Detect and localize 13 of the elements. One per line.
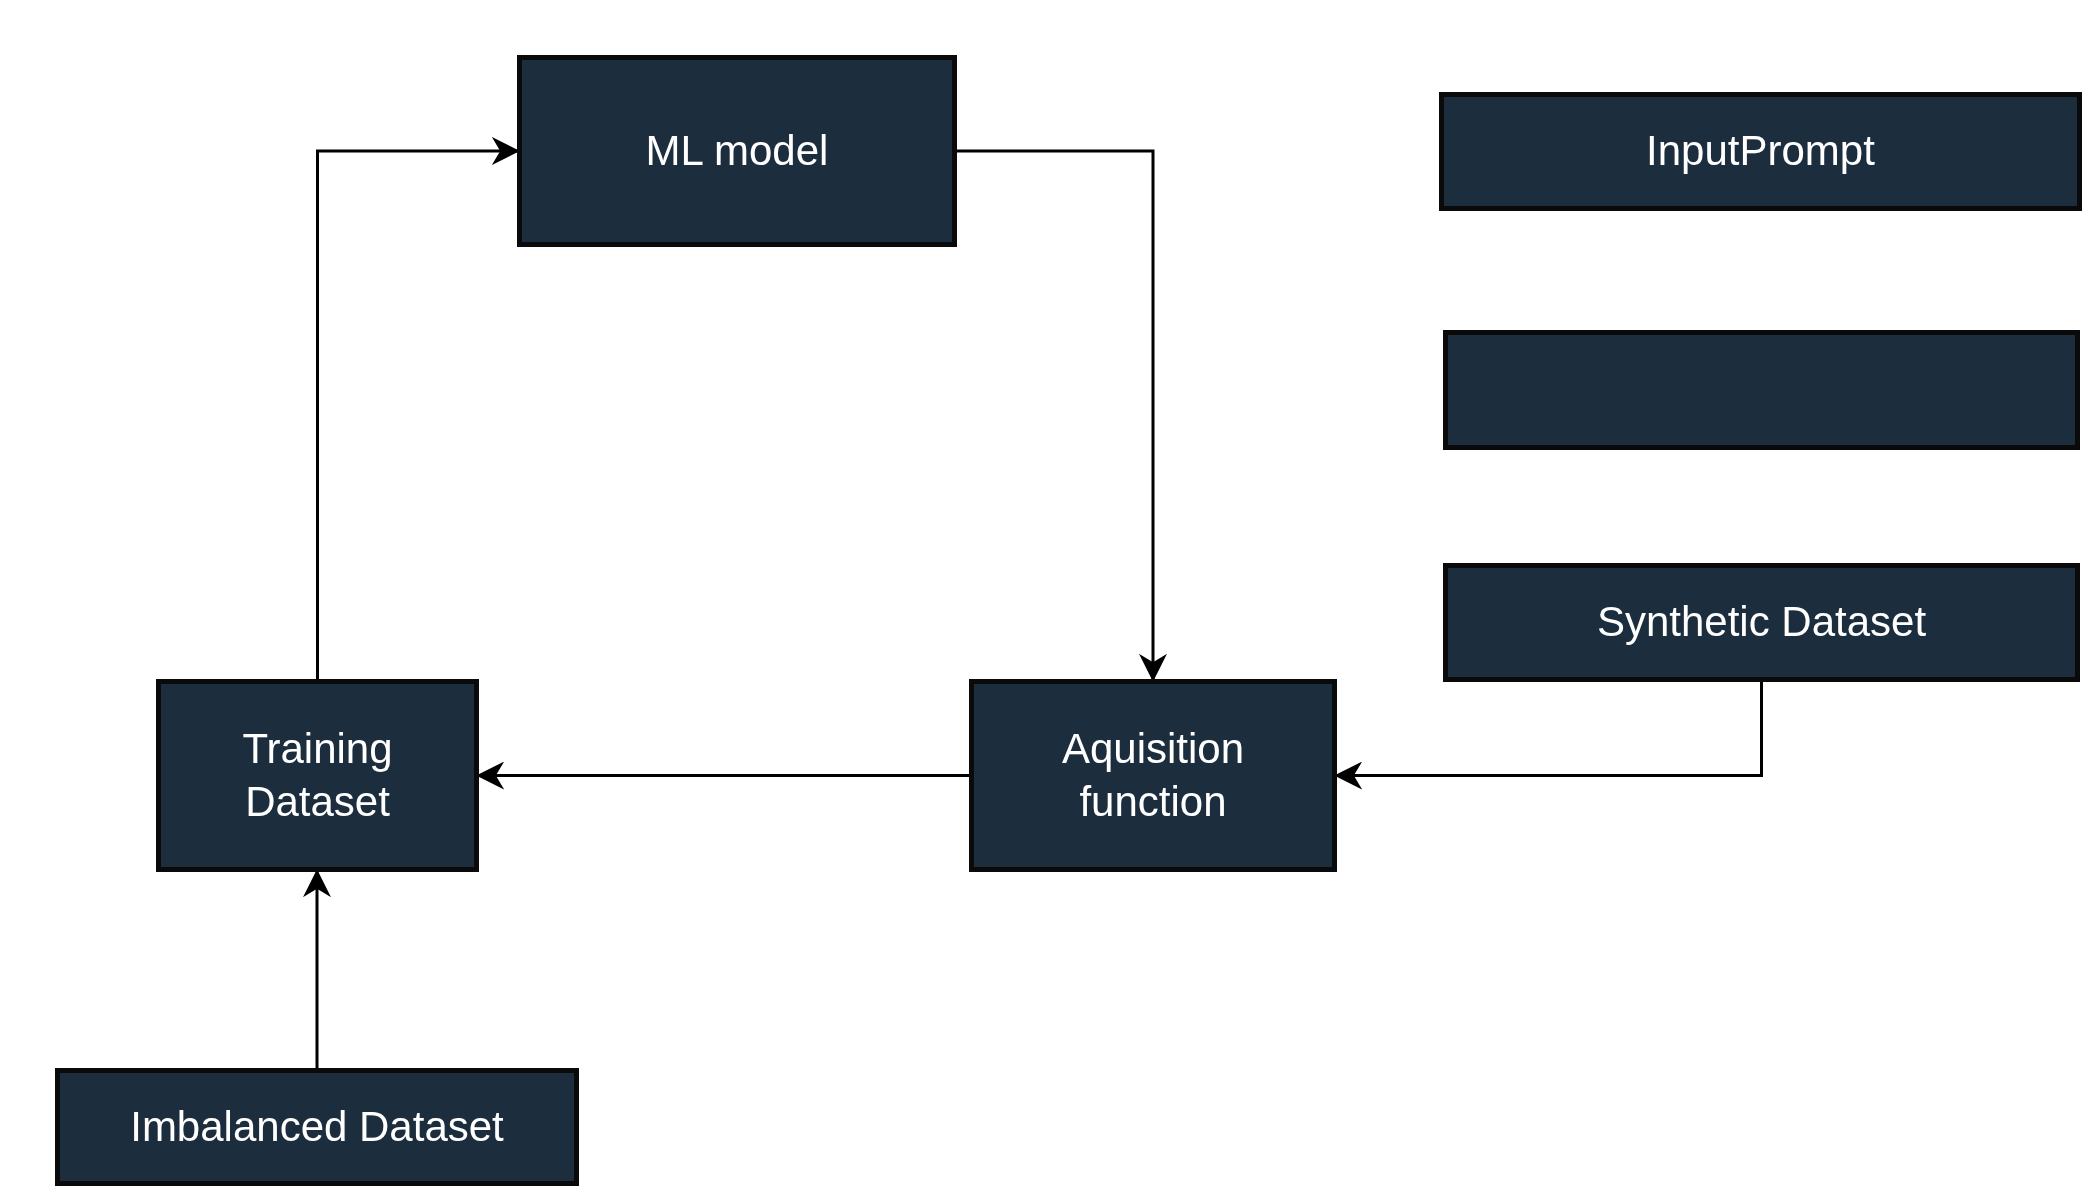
box-label: Aquisition function	[1060, 724, 1246, 827]
box-label: InputPrompt	[1646, 126, 1875, 177]
process-box	[969, 679, 1337, 872]
process-box	[55, 1068, 579, 1186]
process-box	[156, 679, 479, 872]
box-label: Training Dataset	[241, 724, 394, 827]
process-box	[517, 55, 957, 247]
box-label: ML model	[645, 125, 829, 176]
empty-box	[1443, 330, 2080, 450]
process-box	[1439, 92, 2082, 211]
box-label: Imbalanced Dataset	[130, 1101, 504, 1152]
process-box	[1443, 563, 2080, 682]
box-label: Synthetic Dataset	[1596, 597, 1927, 648]
